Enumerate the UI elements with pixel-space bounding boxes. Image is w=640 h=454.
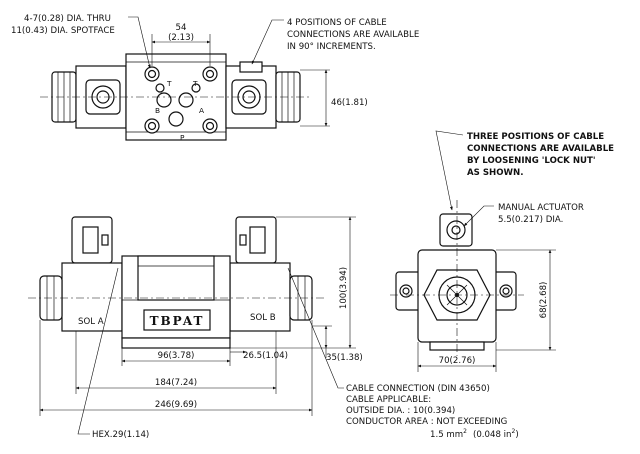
front-view: TBPAT SOL A SOL B 100(3.94) 35(1.38) 96(… xyxy=(28,216,363,440)
cable-note-line1: 4 POSITIONS OF CABLE xyxy=(287,18,387,28)
front-base xyxy=(121,337,231,349)
manual-note-line1: MANUAL ACTUATOR xyxy=(498,203,584,213)
top-view: T T B A P 54 (2.13) 46(1.81) 4-7(0.28) D… xyxy=(11,14,419,142)
port-label-b: B xyxy=(155,106,160,115)
side-note: THREE POSITIONS OF CABLE CONNECTIONS ARE… xyxy=(435,130,614,211)
conductor-area-sup1: 2 xyxy=(463,428,467,435)
cable-spec-line3: OUTSIDE DIA. : 10(0.394) xyxy=(346,406,455,416)
port-p xyxy=(168,111,184,127)
port-label-a: A xyxy=(199,106,204,115)
mounting-hole-2 xyxy=(202,66,218,82)
end-view: MANUAL ACTUATOR 5.5(0.217) DIA. 68(2.68)… xyxy=(390,200,584,372)
port-t-left xyxy=(155,83,165,93)
cable-note-line2: CONNECTIONS ARE AVAILABLE xyxy=(287,30,419,40)
side-note-line1: THREE POSITIONS OF CABLE xyxy=(467,132,604,142)
side-note-line4: AS SHOWN. xyxy=(467,168,523,178)
sol-a-label: SOL A xyxy=(78,317,104,327)
hole-note-line1: 4-7(0.28) DIA. THRU xyxy=(24,14,111,24)
top-width-dim: 54 xyxy=(176,23,187,33)
port-label-p: P xyxy=(180,133,185,142)
cable-spec-line5: 1.5 mm2(0.048 in2) xyxy=(430,428,519,440)
conductor-area-mm: 1.5 mm xyxy=(430,430,463,440)
cable-spec-line2: CABLE APPLICABLE: xyxy=(346,395,431,405)
end-width-dim: 70(2.76) xyxy=(439,356,476,366)
port-t-right xyxy=(191,83,201,93)
conductor-area-sup2: 2 xyxy=(512,428,516,435)
port-label-t2: T xyxy=(192,79,198,88)
front-height-dim: 100(3.94) xyxy=(339,267,349,309)
cable-note-line3: IN 90° INCREMENTS. xyxy=(287,42,376,52)
dim-26-5: 26.5(1.04) xyxy=(243,351,288,361)
side-note-line2: CONNECTIONS ARE AVAILABLE xyxy=(467,144,614,154)
front-body-top xyxy=(137,255,215,301)
conductor-area-inch: (0.048 in xyxy=(473,430,512,440)
end-height-dim: 68(2.68) xyxy=(539,282,549,319)
cable-spec-line1: CABLE CONNECTION (DIN 43650) xyxy=(346,384,490,394)
mounting-hole-3 xyxy=(144,118,160,134)
dim-35: 35(1.38) xyxy=(326,353,363,363)
top-cable-outlet xyxy=(239,61,263,73)
brand-text: TBPAT xyxy=(150,314,205,328)
sol-b-label: SOL B xyxy=(250,313,276,323)
cable-spec-line4: CONDUCTOR AREA : NOT EXCEEDING xyxy=(346,417,507,427)
dim-184: 184(7.24) xyxy=(155,378,197,388)
hole-note-line2: 11(0.43) DIA. SPOTFACE xyxy=(11,26,115,36)
dim-246: 246(9.69) xyxy=(155,400,197,410)
hex-note: HEX.29(1.14) xyxy=(92,430,149,440)
front-left-coil xyxy=(61,262,123,332)
side-note-line3: BY LOOSENING 'LOCK NUT' xyxy=(467,156,596,166)
port-b xyxy=(156,92,172,108)
top-width-dim-inch: (2.13) xyxy=(168,33,194,43)
port-label-t1: T xyxy=(166,79,172,88)
port-a xyxy=(178,92,194,108)
dim-96: 96(3.78) xyxy=(158,351,195,361)
top-height-dim: 46(1.81) xyxy=(331,98,368,108)
brand-plate xyxy=(143,309,211,331)
manual-actuator xyxy=(446,220,466,240)
manual-note-line2: 5.5(0.217) DIA. xyxy=(498,215,563,225)
conductor-area-close: ) xyxy=(515,430,518,440)
cable-spec: CABLE CONNECTION (DIN 43650) CABLE APPLI… xyxy=(346,384,519,440)
mounting-hole-1 xyxy=(144,66,160,82)
mounting-hole-4 xyxy=(202,118,218,134)
